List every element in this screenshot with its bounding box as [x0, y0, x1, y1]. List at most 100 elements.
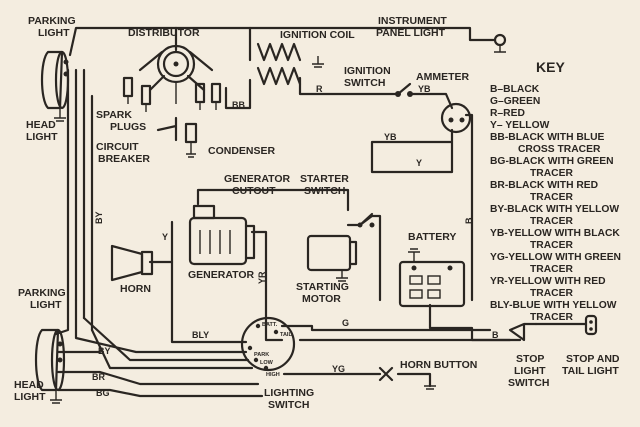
- label-spark-plugs-1: SPARK: [96, 109, 132, 121]
- label-head-light-top-1: HEAD: [26, 119, 56, 131]
- generator: [188, 204, 256, 266]
- starter-switch: [357, 212, 375, 228]
- label-parking-light-top-2: LIGHT: [38, 27, 70, 39]
- wire-code-r: R: [316, 84, 323, 94]
- label-stop-light-switch-3: SWITCH: [508, 377, 549, 389]
- label-ignition-switch-2: SWITCH: [344, 77, 385, 89]
- label-battery: BATTERY: [408, 231, 456, 243]
- lighting-switch: [240, 316, 296, 372]
- wire-code-yr: YR: [257, 271, 267, 284]
- label-head-light-bottom-1: HEAD: [14, 379, 44, 391]
- key-entry: YB-YELLOW WITH BLACK: [490, 228, 620, 239]
- ammeter: [440, 102, 472, 134]
- key-entry: TRACER: [530, 168, 573, 179]
- wire-code-yb-ammeter: YB: [384, 132, 397, 142]
- stop-light-switch: [508, 322, 538, 342]
- key-entry: Y– YELLOW: [490, 120, 550, 131]
- key-entry: BY-BLACK WITH YELLOW: [490, 204, 619, 215]
- label-starting-motor-1: STARTING: [296, 281, 349, 293]
- label-condenser: CONDENSER: [208, 145, 276, 157]
- key-entry: TRACER: [530, 312, 573, 323]
- terminal-park: PARK: [254, 352, 269, 358]
- switch-terminal-labels: BATT. TAIL PARK LOW HIGH: [254, 322, 292, 378]
- label-head-light-bottom-2: LIGHT: [14, 391, 46, 403]
- key-entry: BLY-BLUE WITH YELLOW: [490, 300, 617, 311]
- key-entry: BG-BLACK WITH GREEN: [490, 156, 614, 167]
- label-circuit-breaker-2: BREAKER: [98, 153, 150, 165]
- wire-code-by: BY: [94, 211, 104, 224]
- key-entry: B–BLACK: [490, 84, 540, 95]
- label-generator-cutout-2: CUTOUT: [232, 185, 276, 197]
- spark-plugs: [122, 76, 222, 112]
- ignition-coil: [256, 42, 324, 86]
- stop-and-tail-light: [584, 314, 598, 336]
- label-parking-light-top-1: PARKING: [28, 15, 76, 27]
- label-horn-button: HORN BUTTON: [400, 359, 477, 371]
- label-distributor: DISTRIBUTOR: [128, 27, 200, 39]
- label-generator: GENERATOR: [188, 269, 255, 281]
- ignition-switch: [395, 82, 413, 97]
- label-starter-switch-2: SWITCH: [304, 185, 345, 197]
- wire-code-y-generator: Y: [162, 232, 168, 242]
- component-labels: PARKING LIGHT HEAD LIGHT DISTRIBUTOR IGN…: [14, 15, 620, 411]
- battery: [398, 248, 466, 308]
- key-entry: G–GREEN: [490, 96, 540, 107]
- label-horn: HORN: [120, 283, 151, 295]
- label-generator-cutout-1: GENERATOR: [224, 173, 291, 185]
- key-entry: BR-BLACK WITH RED: [490, 180, 598, 191]
- key-entry: YR-YELLOW WITH RED: [490, 276, 606, 287]
- label-instrument-panel-light-1: INSTRUMENT: [378, 15, 447, 27]
- key-entry: TRACER: [530, 192, 573, 203]
- key-entry: BB-BLACK WITH BLUE: [490, 132, 605, 143]
- terminal-batt: BATT.: [262, 322, 278, 328]
- condenser: [184, 122, 198, 158]
- label-stop-light-switch-2: LIGHT: [514, 365, 546, 377]
- head-light-bottom: [34, 328, 66, 404]
- key-title: KEY: [536, 59, 565, 75]
- wire-code-labels: BB R YB YB Y Y BY YR B BLY G B BY BR BG …: [92, 84, 499, 398]
- label-stop-light-switch-1: STOP: [516, 353, 544, 365]
- starting-motor: [306, 234, 358, 282]
- terminal-low: LOW: [260, 360, 274, 366]
- circuit-breaker: [156, 116, 178, 142]
- wire-code-y-ammeter: Y: [416, 158, 422, 168]
- wire-code-yg: YG: [332, 364, 345, 374]
- wire-code-by-lower: BY: [98, 346, 111, 356]
- wire-code-br: BR: [92, 372, 105, 382]
- key-entry: R–RED: [490, 108, 525, 119]
- label-starter-switch-1: STARTER: [300, 173, 349, 185]
- wires: [54, 26, 588, 398]
- instrument-panel-light: [493, 33, 507, 53]
- label-parking-light-bottom-2: LIGHT: [30, 299, 62, 311]
- label-lighting-switch-2: SWITCH: [268, 399, 309, 411]
- label-ammeter: AMMETER: [416, 71, 469, 83]
- label-stop-and-tail-light-2: TAIL LIGHT: [562, 365, 619, 377]
- label-circuit-breaker-1: CIRCUIT: [96, 141, 139, 153]
- label-ignition-coil: IGNITION COIL: [280, 29, 355, 41]
- key-entry: TRACER: [530, 240, 573, 251]
- wire-code-b-stop: B: [492, 330, 499, 340]
- wire-code-bg: BG: [96, 388, 110, 398]
- key-entry: TRACER: [530, 288, 573, 299]
- label-parking-light-bottom-1: PARKING: [18, 287, 66, 299]
- label-head-light-top-2: LIGHT: [26, 131, 58, 143]
- key-entry: YG-YELLOW WITH GREEN: [490, 252, 621, 263]
- key-entry: TRACER: [530, 264, 573, 275]
- wire-code-bb: BB: [232, 100, 245, 110]
- distributor: [138, 44, 214, 104]
- label-starting-motor-2: MOTOR: [302, 293, 341, 305]
- wire-code-yb-ignition: YB: [418, 84, 431, 94]
- label-stop-and-tail-light-1: STOP AND: [566, 353, 620, 365]
- wire-code-g: G: [342, 318, 349, 328]
- horn: [110, 244, 154, 282]
- terminal-tail: TAIL: [280, 332, 292, 338]
- wire-code-b-battery: B: [464, 217, 474, 224]
- wire-code-bly: BLY: [192, 330, 209, 340]
- label-instrument-panel-light-2: PANEL LIGHT: [376, 27, 446, 39]
- head-light-top: [40, 50, 70, 122]
- horn-button: [378, 366, 436, 390]
- color-key: KEY B–BLACK G–GREEN R–RED Y– YELLOW BB-B…: [490, 59, 621, 323]
- label-lighting-switch-1: LIGHTING: [264, 387, 314, 399]
- label-ignition-switch-1: IGNITION: [344, 65, 391, 77]
